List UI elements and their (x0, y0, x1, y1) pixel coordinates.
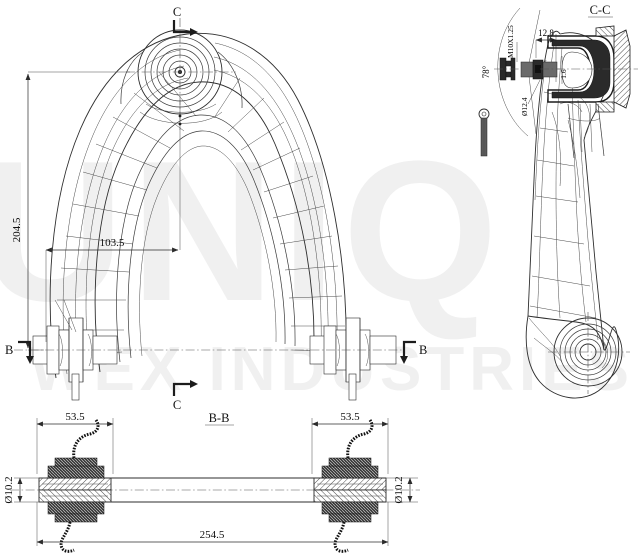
section-marker-b-left-label: B (5, 343, 13, 357)
watermark-primary: UNIQ (0, 120, 504, 343)
dim-stud-shoulder-length: 12.8 (538, 28, 554, 38)
dim-thread-spec: M10X1.25 (506, 25, 515, 58)
dim-bore-diameter-left: Ø10.2 (3, 476, 15, 503)
section-marker-b-left-arrow (26, 356, 34, 364)
bb-bushing-right: 53.5 Ø10.2 (311, 411, 418, 553)
bb-bushing-left: 53.5 Ø10.2 (3, 411, 114, 553)
cc-ball-housing (540, 25, 638, 159)
dim-center-offset: 103.5 (100, 237, 125, 249)
cotter-pin (478, 108, 490, 157)
side-view-bushing-eye (548, 312, 630, 394)
section-marker-b-right-arrow (400, 356, 408, 364)
dim-detail: 1.6 (559, 69, 568, 79)
dim-overall-height: 204.5 (11, 217, 23, 242)
section-bb-label: B-B (209, 411, 230, 425)
ball-joint-hub (120, 29, 243, 124)
dim-overall-length: 254.5 (200, 529, 225, 541)
section-marker-c-top-label: C (173, 5, 181, 19)
section-marker-c-top-arrow (190, 28, 198, 36)
front-view (14, 18, 402, 401)
dim-bushing-width-left: 53.5 (65, 411, 85, 423)
section-markers-front: C C B B (5, 5, 427, 412)
section-cc: C-C 78° M10X1.25 12.8 (478, 3, 638, 159)
dim-bore-diameter-right: Ø10.2 (393, 476, 405, 503)
dim-swing-angle: 78° (481, 65, 491, 78)
section-bb: B-B (3, 411, 420, 553)
dim-stud-taper-diameter: Ø12.4 (520, 97, 529, 116)
dim-bushing-width-right: 53.5 (340, 411, 360, 423)
section-marker-c-bottom-label: C (173, 398, 181, 412)
section-cc-label: C-C (590, 3, 611, 17)
section-marker-c-bottom-arrow (190, 380, 198, 388)
section-marker-b-right-label: B (419, 343, 427, 357)
front-view-dimensions: 204.5 103.5 (11, 71, 179, 351)
